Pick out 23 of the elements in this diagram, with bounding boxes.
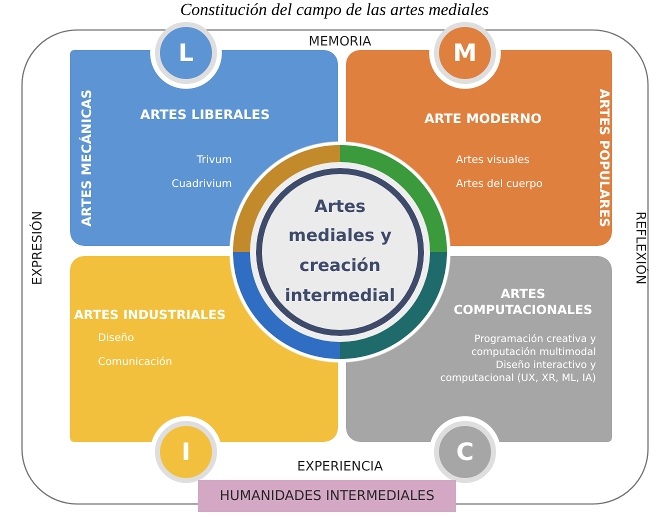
quadrant-heading: ARTES LIBERALES — [140, 108, 270, 124]
quadrant-heading: ARTE MODERNO — [423, 112, 543, 128]
item-text: Diseño interactivo y computacional (UX, XR, ML, IA) — [439, 360, 596, 385]
axis-label: EXPRESIÓN — [30, 210, 46, 286]
quadrant-heading: ARTES INDUSTRIALES — [74, 307, 227, 323]
diagram-title: Constitución del campo de las artes mediales — [179, 0, 490, 20]
letter-badge: M — [434, 22, 496, 84]
item-text: Artes del cuerpo — [456, 178, 544, 192]
axis-label: MEMORIA — [308, 34, 372, 50]
letter-badge: L — [155, 22, 217, 84]
center-text: Artes mediales y creación intermedial — [284, 196, 396, 308]
item-text: Comunicación — [98, 356, 174, 370]
item-text: Cuadrivium — [170, 178, 232, 192]
vertical-heading: ARTES POPULARES — [595, 88, 611, 230]
item-text: Programación creativa y computación multimodal — [470, 334, 596, 359]
axis-label: REFLEXIÓN — [632, 212, 648, 284]
axis-label: EXPERIENCIA — [297, 460, 383, 474]
item-text: Artes visuales — [456, 154, 530, 168]
vertical-heading: ARTES MECÁNICAS — [80, 88, 96, 229]
item-text: Trivum — [196, 154, 232, 168]
banner-box: HUMANIDADES INTERMEDIALES — [198, 480, 456, 512]
item-text: Diseño — [98, 332, 136, 346]
quadrant-heading: ARTES COMPUTACIONALES — [452, 286, 594, 318]
